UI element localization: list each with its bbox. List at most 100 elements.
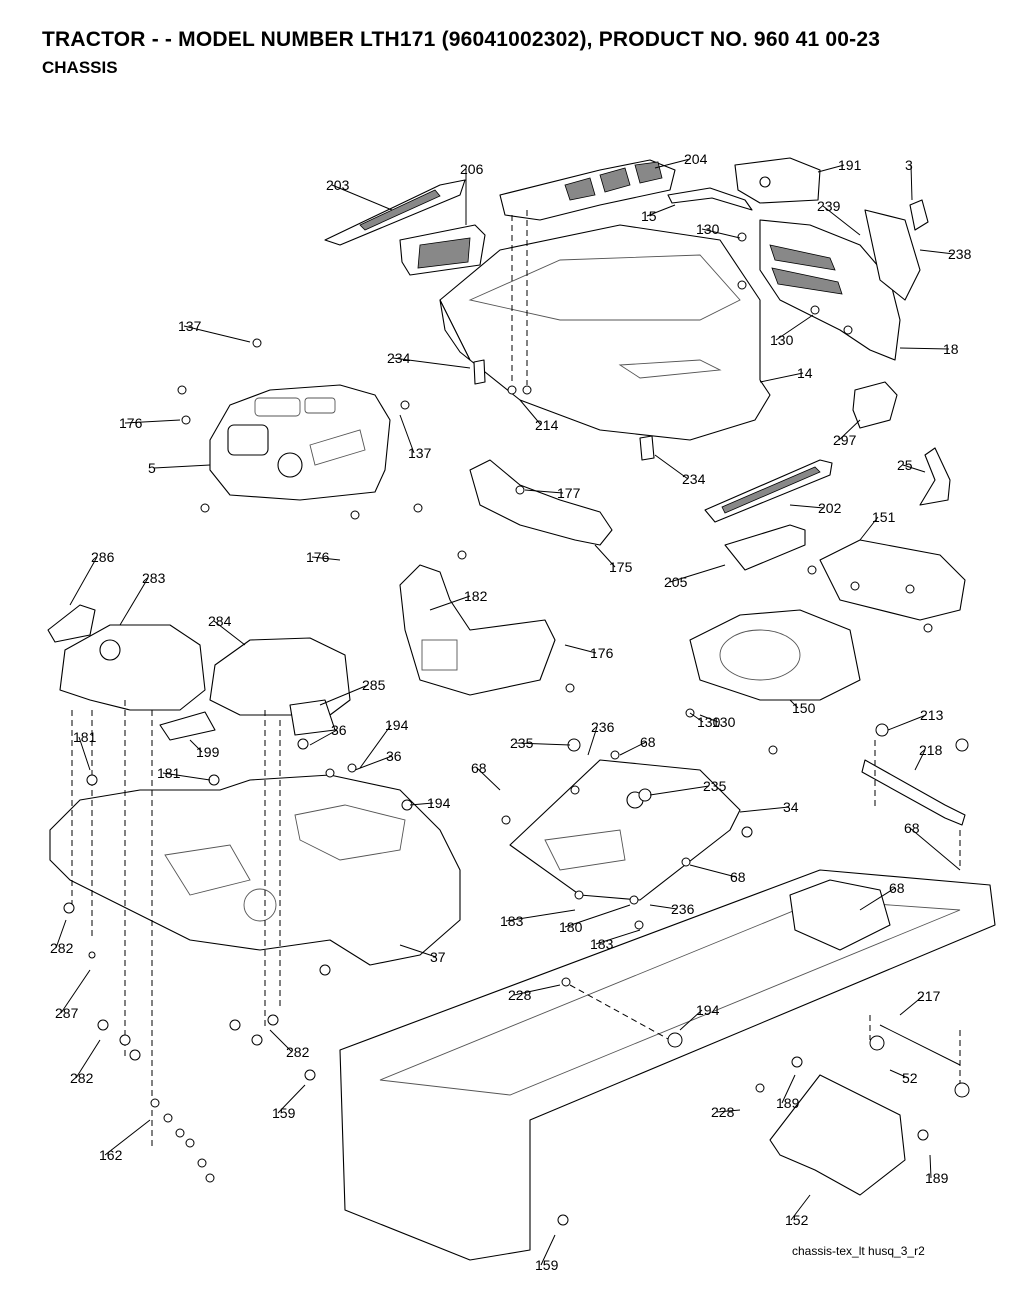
callout-297: 297 [833, 432, 857, 448]
callout-238: 238 [948, 246, 972, 262]
callout-leader [153, 464, 211, 469]
callout-leader [524, 489, 564, 494]
callout-162: 162 [99, 1147, 123, 1163]
bar-218 [861, 759, 966, 826]
callout-175: 175 [609, 559, 633, 575]
callout-191: 191 [838, 157, 862, 173]
callout-189: 189 [925, 1170, 949, 1186]
callout-leader [899, 995, 924, 1016]
callout-leader [889, 1069, 909, 1079]
callout-189: 189 [776, 1095, 800, 1111]
callout-leader [859, 516, 879, 541]
bracket-175 [469, 459, 613, 546]
callout-leader [789, 699, 799, 709]
callout-181: 181 [157, 765, 181, 781]
part-3 [909, 199, 929, 231]
vent-206 [399, 224, 486, 276]
callout-leader [739, 806, 790, 813]
callout-151: 151 [872, 509, 896, 525]
callout-235: 235 [703, 778, 727, 794]
callout-leader [119, 577, 149, 626]
callout-152: 152 [785, 1212, 809, 1228]
callout-176: 176 [590, 645, 614, 661]
callout-leader [929, 1154, 932, 1179]
callout-284: 284 [208, 613, 232, 629]
lower-dash-182 [399, 564, 556, 696]
callout-leader [189, 739, 203, 753]
shield-152 [769, 1074, 906, 1196]
part-199 [159, 711, 216, 741]
drawing-reference-caption: chassis-tex_lt husq_3_r2 [792, 1244, 925, 1258]
part-234-upper [473, 359, 486, 385]
callout-leader [277, 1084, 306, 1114]
bracket-151 [819, 539, 966, 621]
callout-leader [162, 772, 211, 781]
callout-68: 68 [730, 869, 746, 885]
callout-leader [914, 749, 926, 771]
callout-217: 217 [917, 988, 941, 1004]
callout-leader [319, 684, 369, 706]
callout-199: 199 [196, 744, 220, 760]
callout-leader [822, 205, 861, 236]
hardware-leaders [71, 210, 961, 1150]
callout-234: 234 [387, 350, 411, 366]
callout-194: 194 [696, 1002, 720, 1018]
callout-leader [587, 726, 598, 756]
side-strip-203 [324, 179, 466, 246]
callout-leader [649, 904, 678, 910]
callout-218: 218 [919, 742, 943, 758]
part-191 [734, 157, 821, 204]
callout-150: 150 [792, 700, 816, 716]
callout-177: 177 [557, 485, 581, 501]
callout-leader [817, 164, 845, 173]
callout-236: 236 [671, 901, 695, 917]
callout-130: 130 [712, 714, 736, 730]
fender-284 [209, 637, 351, 716]
callout-37: 37 [430, 949, 446, 965]
callout-leader [899, 347, 950, 350]
callout-234: 234 [682, 471, 706, 487]
callout-leader [790, 1194, 811, 1221]
callout-leader [646, 204, 676, 217]
callout-228: 228 [508, 987, 532, 1003]
callout-leader [124, 419, 181, 424]
callout-36: 36 [331, 722, 347, 738]
callout-leader [476, 767, 501, 791]
callout-282: 282 [50, 940, 74, 956]
part-286 [47, 604, 96, 643]
part-234-lower [639, 435, 655, 461]
callout-leader [701, 228, 741, 239]
callout-leader [392, 357, 471, 369]
callout-leader [399, 414, 415, 454]
callout-leader [919, 249, 955, 255]
callout-leader [515, 742, 571, 746]
callout-leader [595, 929, 641, 945]
callout-leader [594, 544, 616, 568]
callout-leader [689, 712, 704, 723]
fender-283 [59, 624, 206, 711]
steering-plate-34 [509, 759, 741, 901]
callout-leader [331, 184, 393, 211]
part-297 [852, 381, 898, 429]
callout-leader [619, 741, 647, 756]
callout-282: 282 [70, 1070, 94, 1086]
callout-leader [75, 1039, 101, 1079]
callout-leader [699, 714, 719, 723]
callout-194: 194 [385, 717, 409, 733]
tractor-frame [339, 869, 996, 1261]
callout-68: 68 [889, 880, 905, 896]
part-15 [667, 187, 753, 211]
callout-228: 228 [711, 1104, 735, 1120]
callout-130: 130 [696, 221, 720, 237]
callout-202: 202 [818, 500, 842, 516]
callout-34: 34 [783, 799, 799, 815]
callout-leader [859, 887, 896, 911]
callout-leader [519, 399, 542, 426]
callout-leader [78, 736, 91, 771]
callout-leader [781, 1074, 796, 1104]
callout-182: 182 [464, 588, 488, 604]
callout-194: 194 [427, 795, 451, 811]
callout-204: 204 [684, 151, 708, 167]
